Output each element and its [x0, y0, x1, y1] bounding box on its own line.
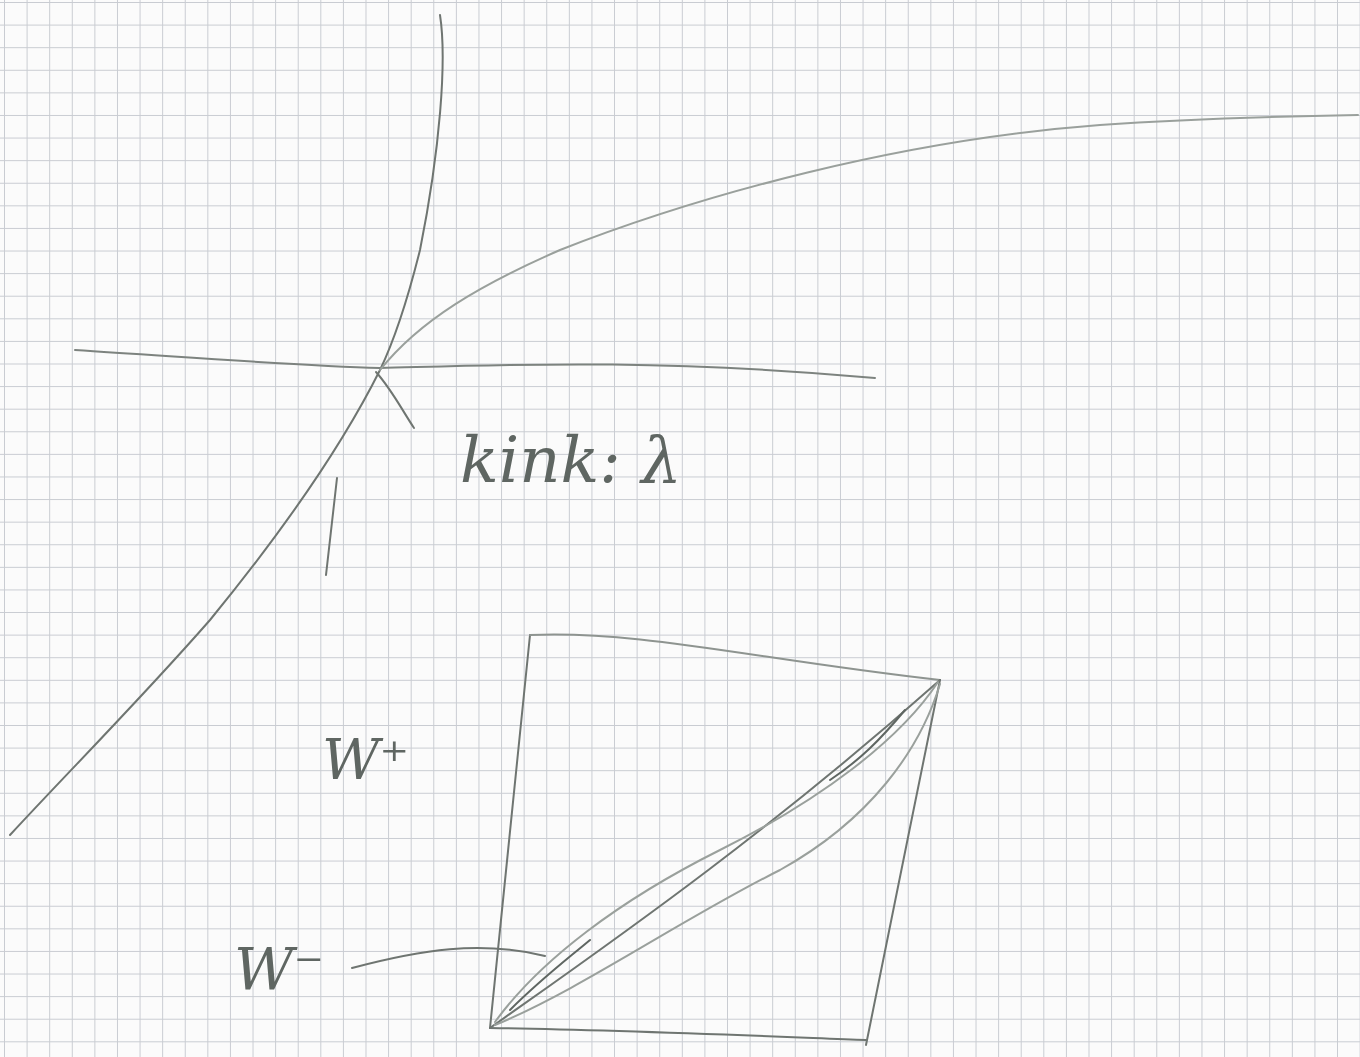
steep-line: [10, 15, 443, 835]
kink-curve: [376, 372, 414, 428]
lens-upper: [495, 682, 938, 1022]
w-minus-leader: [352, 948, 545, 968]
box-left: [490, 635, 530, 1028]
lens-lower: [495, 684, 940, 1025]
tick-mark: [326, 478, 337, 575]
lens-wiggle: [510, 710, 905, 1010]
box-diagonal: [490, 680, 940, 1028]
horizontal-axis: [75, 350, 875, 378]
handwritten-label: W⁻: [234, 940, 324, 998]
box-top: [530, 634, 940, 680]
box-bottom: [490, 1028, 866, 1040]
rising-curve: [380, 115, 1358, 370]
handwritten-label: kink: λ: [460, 428, 682, 492]
handwritten-label: W⁺: [322, 732, 409, 788]
